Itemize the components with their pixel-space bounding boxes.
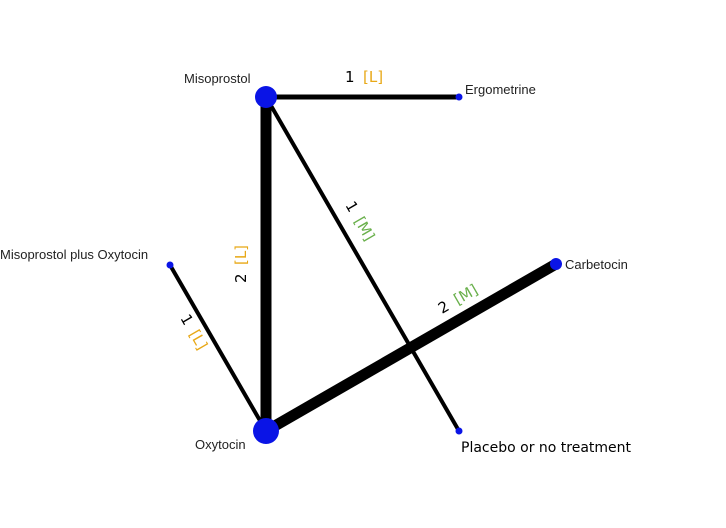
node-labels: Misoprostol Ergometrine Misoprostol plus…	[0, 71, 632, 456]
node-placebo	[455, 427, 463, 435]
edge-misoprostolplusoxytocin-oxytocin	[168, 263, 268, 433]
node-label-placebo: Placebo or no treatment	[461, 440, 632, 456]
edge-studies-count: 1	[345, 68, 355, 86]
edge-label-misoprostol-ergometrine: 1 [L]	[345, 68, 383, 86]
node-label-misoprostol-plus-oxytocin: Misoprostol plus Oxytocin	[0, 247, 148, 262]
edge-grade-label: [L]	[363, 68, 383, 86]
node-oxytocin	[253, 418, 279, 444]
node-carbetocin	[550, 258, 562, 270]
edge-oxytocin-carbetocin	[263, 259, 559, 436]
node-misoprostol-plus-oxytocin	[166, 261, 174, 269]
edge-grade-label: [L]	[232, 245, 250, 265]
edges	[168, 94, 559, 436]
edge-label-misoprostolplusoxytocin-oxytocin: 1 [L]	[177, 311, 212, 353]
edge-studies-count: 2	[435, 297, 452, 317]
edge-label-misoprostol-oxytocin: 2 [L]	[232, 245, 250, 283]
edge-misoprostol-placebo	[264, 95, 461, 433]
node-label-ergometrine: Ergometrine	[465, 82, 536, 97]
node-label-misoprostol: Misoprostol	[184, 71, 251, 86]
edge-grade-label: [M]	[351, 214, 379, 244]
edge-labels: 1 [L] 2 [L] 1 [M] 2 [M] 1 [L]	[177, 68, 481, 353]
node-ergometrine	[455, 93, 463, 101]
nodes	[166, 86, 562, 444]
edge-studies-count: 1	[177, 311, 197, 328]
node-label-oxytocin: Oxytocin	[195, 437, 246, 452]
edge-studies-count: 2	[232, 273, 250, 283]
node-label-carbetocin: Carbetocin	[565, 257, 628, 272]
node-misoprostol	[255, 86, 277, 108]
edge-studies-count: 1	[342, 198, 362, 215]
